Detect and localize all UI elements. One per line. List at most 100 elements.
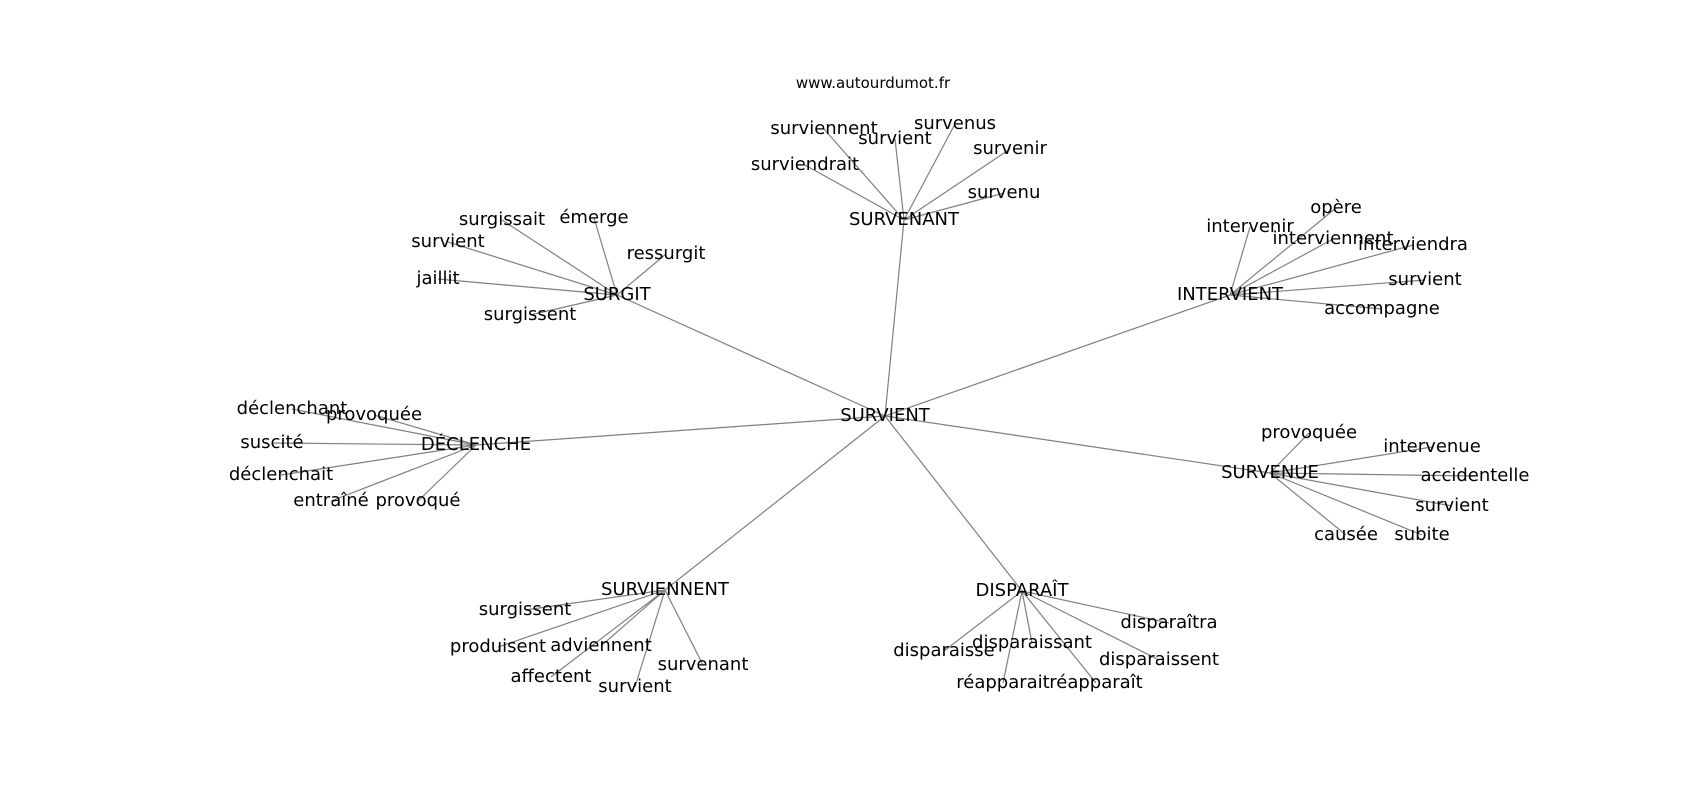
leaf-word-label: accidentelle <box>1421 465 1530 486</box>
edge-cluster-4-2 <box>1269 472 1476 477</box>
edge-cluster-6-1 <box>1021 590 1033 644</box>
edge-cluster-5-0 <box>524 589 666 611</box>
leaf-word-label: provoquée <box>326 404 422 425</box>
labels-layer: SURVENANTsurviennentsurvientsurvenussurv… <box>229 113 1530 697</box>
edge-center-5 <box>664 415 886 591</box>
edge-cluster-2-0 <box>1229 207 1337 296</box>
leaf-word-label: interviendra <box>1358 234 1468 255</box>
leaf-word-label: réapparaît <box>1049 672 1142 693</box>
leaf-word-label: accompagne <box>1324 298 1440 319</box>
edge-cluster-2-5 <box>1229 294 1383 310</box>
edge-cluster-6-4 <box>1002 590 1023 684</box>
edges-layer <box>271 123 1476 688</box>
leaf-word-label: adviennent <box>550 635 652 656</box>
leaf-word-label: survient <box>1415 495 1488 516</box>
leaf-word-label: produisent <box>450 636 546 657</box>
leaf-word-label: survenu <box>968 182 1041 203</box>
edge-cluster-0-4 <box>804 164 905 221</box>
edge-cluster-1-1 <box>593 217 618 296</box>
leaf-word-label: disparaîtra <box>1120 612 1217 633</box>
leaf-word-label: suscité <box>240 432 303 453</box>
leaf-word-label: survient <box>1388 269 1461 290</box>
edge-cluster-4-4 <box>1269 472 1347 536</box>
edge-cluster-3-5 <box>417 444 477 502</box>
leaf-word-label: surgissent <box>484 304 577 325</box>
edge-center-3 <box>475 415 886 446</box>
leaf-word-label: opère <box>1310 197 1362 218</box>
edge-cluster-2-4 <box>1229 279 1426 296</box>
leaf-word-label: affectent <box>511 666 592 687</box>
leaf-word-label: jaillit <box>415 268 459 289</box>
edge-cluster-6-0 <box>1021 590 1170 624</box>
edge-cluster-0-1 <box>894 138 905 221</box>
edge-center-1 <box>616 294 886 417</box>
leaf-word-label: surgissait <box>459 209 545 230</box>
edge-cluster-4-0 <box>1269 432 1310 474</box>
edge-cluster-0-2 <box>903 123 956 221</box>
edge-cluster-3-2 <box>271 442 477 446</box>
edge-cluster-4-1 <box>1269 446 1433 474</box>
edge-cluster-2-2 <box>1229 238 1334 296</box>
edge-cluster-3-0 <box>291 408 477 446</box>
edge-cluster-2-1 <box>1229 226 1251 296</box>
cluster-hub-label: SURVIENNENT <box>601 579 730 600</box>
edge-cluster-3-4 <box>330 444 477 502</box>
leaf-word-label: survient <box>598 676 671 697</box>
edge-cluster-5-5 <box>664 589 704 666</box>
leaf-word-label: provoquée <box>1261 422 1357 443</box>
leaf-word-label: surviennent <box>770 118 877 139</box>
edge-center-2 <box>884 294 1231 417</box>
edge-cluster-5-1 <box>497 589 666 648</box>
edge-cluster-6-5 <box>1021 590 1097 684</box>
leaf-word-label: subite <box>1394 524 1449 545</box>
leaf-word-label: entraîné <box>293 490 368 511</box>
edge-cluster-0-3 <box>903 148 1011 221</box>
edge-cluster-6-2 <box>943 590 1023 652</box>
edge-cluster-5-2 <box>600 589 666 647</box>
leaf-word-label: déclenchait <box>229 464 333 485</box>
edge-cluster-0-5 <box>903 192 1005 221</box>
cluster-hub-label: DISPARAÎT <box>975 579 1069 601</box>
leaf-word-label: disparaisse <box>893 640 995 661</box>
edge-cluster-0-0 <box>823 128 905 221</box>
leaf-word-label: intervenir <box>1206 216 1294 237</box>
edge-cluster-3-1 <box>373 414 477 446</box>
leaf-word-label: surviendrait <box>751 154 859 175</box>
edge-cluster-1-5 <box>529 294 618 316</box>
edge-cluster-2-3 <box>1229 244 1414 296</box>
edge-cluster-5-3 <box>550 589 666 678</box>
edge-center-0 <box>884 219 905 417</box>
leaf-word-label: émerge <box>559 207 628 228</box>
leaf-word-label: intervenue <box>1383 436 1481 457</box>
cluster-hub-label: DÉCLENCHE <box>421 433 531 455</box>
edge-cluster-4-5 <box>1269 472 1423 536</box>
leaf-word-label: provoqué <box>375 490 460 511</box>
edge-cluster-1-2 <box>447 241 618 296</box>
leaf-word-label: réapparait <box>956 672 1049 693</box>
leaf-word-label: surgissent <box>479 599 572 620</box>
leaf-word-label: survient <box>858 128 931 149</box>
edge-center-6 <box>884 415 1023 592</box>
leaf-word-label: déclenchant <box>237 398 348 419</box>
cluster-hub-label: INTERVIENT <box>1177 284 1284 305</box>
cluster-hub-label: SURVENUE <box>1221 462 1319 483</box>
leaf-word-label: causée <box>1314 524 1378 545</box>
leaf-word-label: interviennent <box>1272 228 1393 249</box>
leaf-word-label: survenus <box>914 113 996 134</box>
leaf-word-label: disparaissant <box>972 632 1092 653</box>
leaf-word-label: survenant <box>658 654 749 675</box>
cluster-hub-label: SURGIT <box>583 284 651 305</box>
edge-cluster-6-3 <box>1021 590 1160 661</box>
leaf-word-label: disparaissent <box>1099 649 1219 670</box>
edge-cluster-4-3 <box>1269 472 1453 507</box>
edge-cluster-1-4 <box>437 278 618 296</box>
edge-cluster-1-0 <box>501 219 618 296</box>
center-node-label: SURVIENT <box>840 405 931 426</box>
leaf-word-label: survenir <box>973 138 1047 159</box>
edge-center-4 <box>884 415 1271 474</box>
cluster-hub-label: SURVENANT <box>849 209 960 230</box>
edge-cluster-1-3 <box>616 253 667 296</box>
source-label: www.autourdumot.fr <box>796 74 951 92</box>
edge-cluster-5-4 <box>634 589 666 688</box>
